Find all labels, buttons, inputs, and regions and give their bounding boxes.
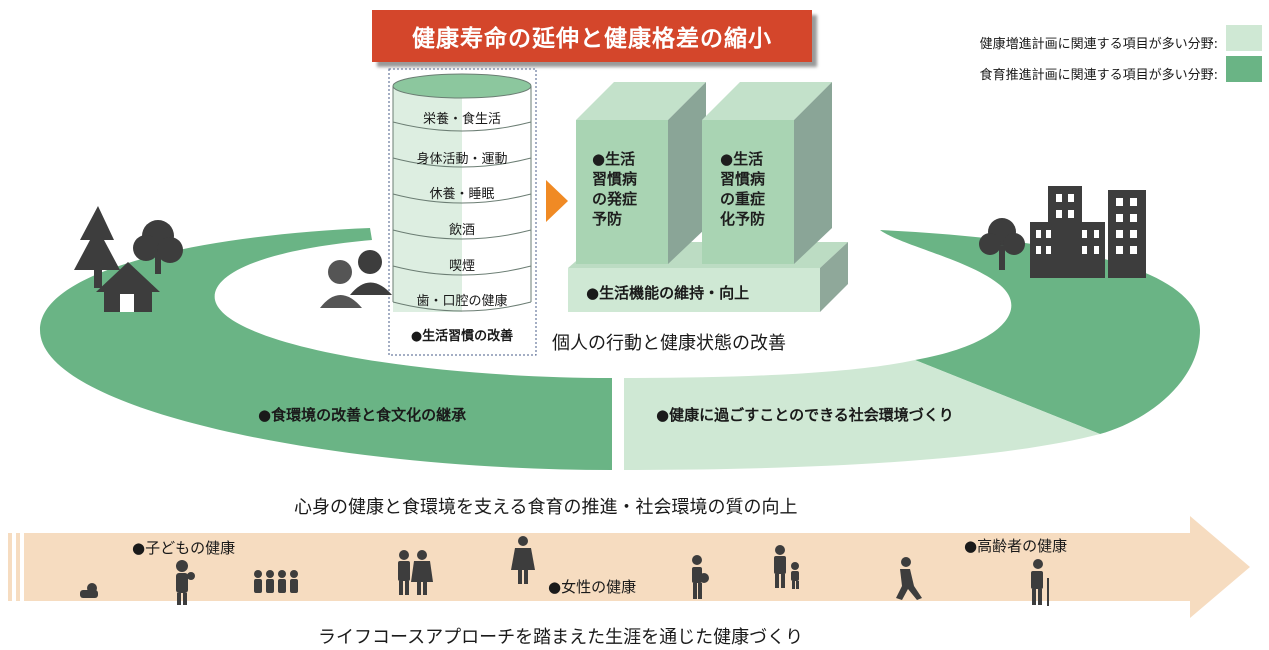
legend-label-health: 健康増進計画に関連する項目が多い分野: xyxy=(979,37,1218,52)
ring-left-dark xyxy=(40,228,612,470)
lifestyle-item: 喫煙 xyxy=(448,259,475,274)
lifestyle-frame xyxy=(388,68,537,356)
lifestyle-item: 休養・睡眠 xyxy=(429,187,495,202)
pregnant-woman-icon xyxy=(692,555,709,599)
walking-person-icon xyxy=(896,557,922,600)
elderly-person-icon xyxy=(1031,559,1049,606)
lifecourse-figures xyxy=(80,536,1049,606)
couple-standing-icon xyxy=(398,550,433,595)
lifestyle-item: 飲酒 xyxy=(448,223,475,238)
city-icon xyxy=(979,186,1146,278)
lifecourse-caption: ライフコースアプローチを踏まえた生涯を通じた健康づくり xyxy=(318,627,804,648)
legend-swatch-shokuiku xyxy=(1226,56,1262,82)
box1-side xyxy=(668,82,706,264)
women-health-label: ●女性の健康 xyxy=(548,578,637,596)
box1-top xyxy=(576,82,706,120)
box2-top xyxy=(702,82,832,120)
lifestyle-item: 身体活動・運動 xyxy=(416,152,508,167)
arrow-orange-1 xyxy=(546,180,568,222)
function-maintenance-label: ●生活機能の維持・向上 xyxy=(586,284,750,302)
couple-icon xyxy=(320,250,392,308)
tree-house-icon xyxy=(74,206,183,312)
legend-label-shokuiku: 食育推進計画に関連する項目が多い分野: xyxy=(979,68,1218,83)
lifestyle-caption: ●生活習慣の改善 xyxy=(410,329,514,344)
lifestyle-item: 栄養・食生活 xyxy=(422,112,501,127)
parent-with-child-icon xyxy=(774,545,799,589)
parent-child-icon xyxy=(176,560,195,605)
ring-right-dark xyxy=(880,230,1200,434)
social-environment-label: ●健康に過ごすことのできる社会環境づくり xyxy=(656,406,954,424)
box2-front xyxy=(702,120,794,264)
lifecourse-arrow xyxy=(8,516,1250,618)
elderly-health-label: ●高齢者の健康 xyxy=(964,537,1068,555)
woman-icon xyxy=(511,536,535,584)
food-environment-label: ●食環境の改善と食文化の継承 xyxy=(258,406,467,424)
base-slab-front xyxy=(568,268,820,312)
baby-icon xyxy=(80,583,98,598)
box2-side xyxy=(794,82,832,264)
base-slab-side xyxy=(820,242,848,312)
main-title: 健康寿命の延伸と健康格差の縮小 xyxy=(372,10,812,62)
onset-prevention-text: ●生活 習慣病 の発症 予防 xyxy=(592,150,638,228)
severity-prevention-text: ●生活 習慣病 の重症 化予防 xyxy=(720,150,766,228)
legend-swatch-health xyxy=(1226,25,1262,51)
children-health-label: ●子どもの健康 xyxy=(132,539,236,557)
ring-caption: 心身の健康と食環境を支える食育の推進・社会環境の質の向上 xyxy=(294,497,798,518)
individual-improvement-label: 個人の行動と健康状態の改善 xyxy=(552,333,786,354)
lifestyle-cylinder xyxy=(392,73,532,312)
ring-right-light xyxy=(624,360,1100,470)
children-group-icon xyxy=(254,570,298,593)
lifestyle-item: 歯・口腔の健康 xyxy=(416,294,508,309)
box1-front xyxy=(576,120,668,264)
